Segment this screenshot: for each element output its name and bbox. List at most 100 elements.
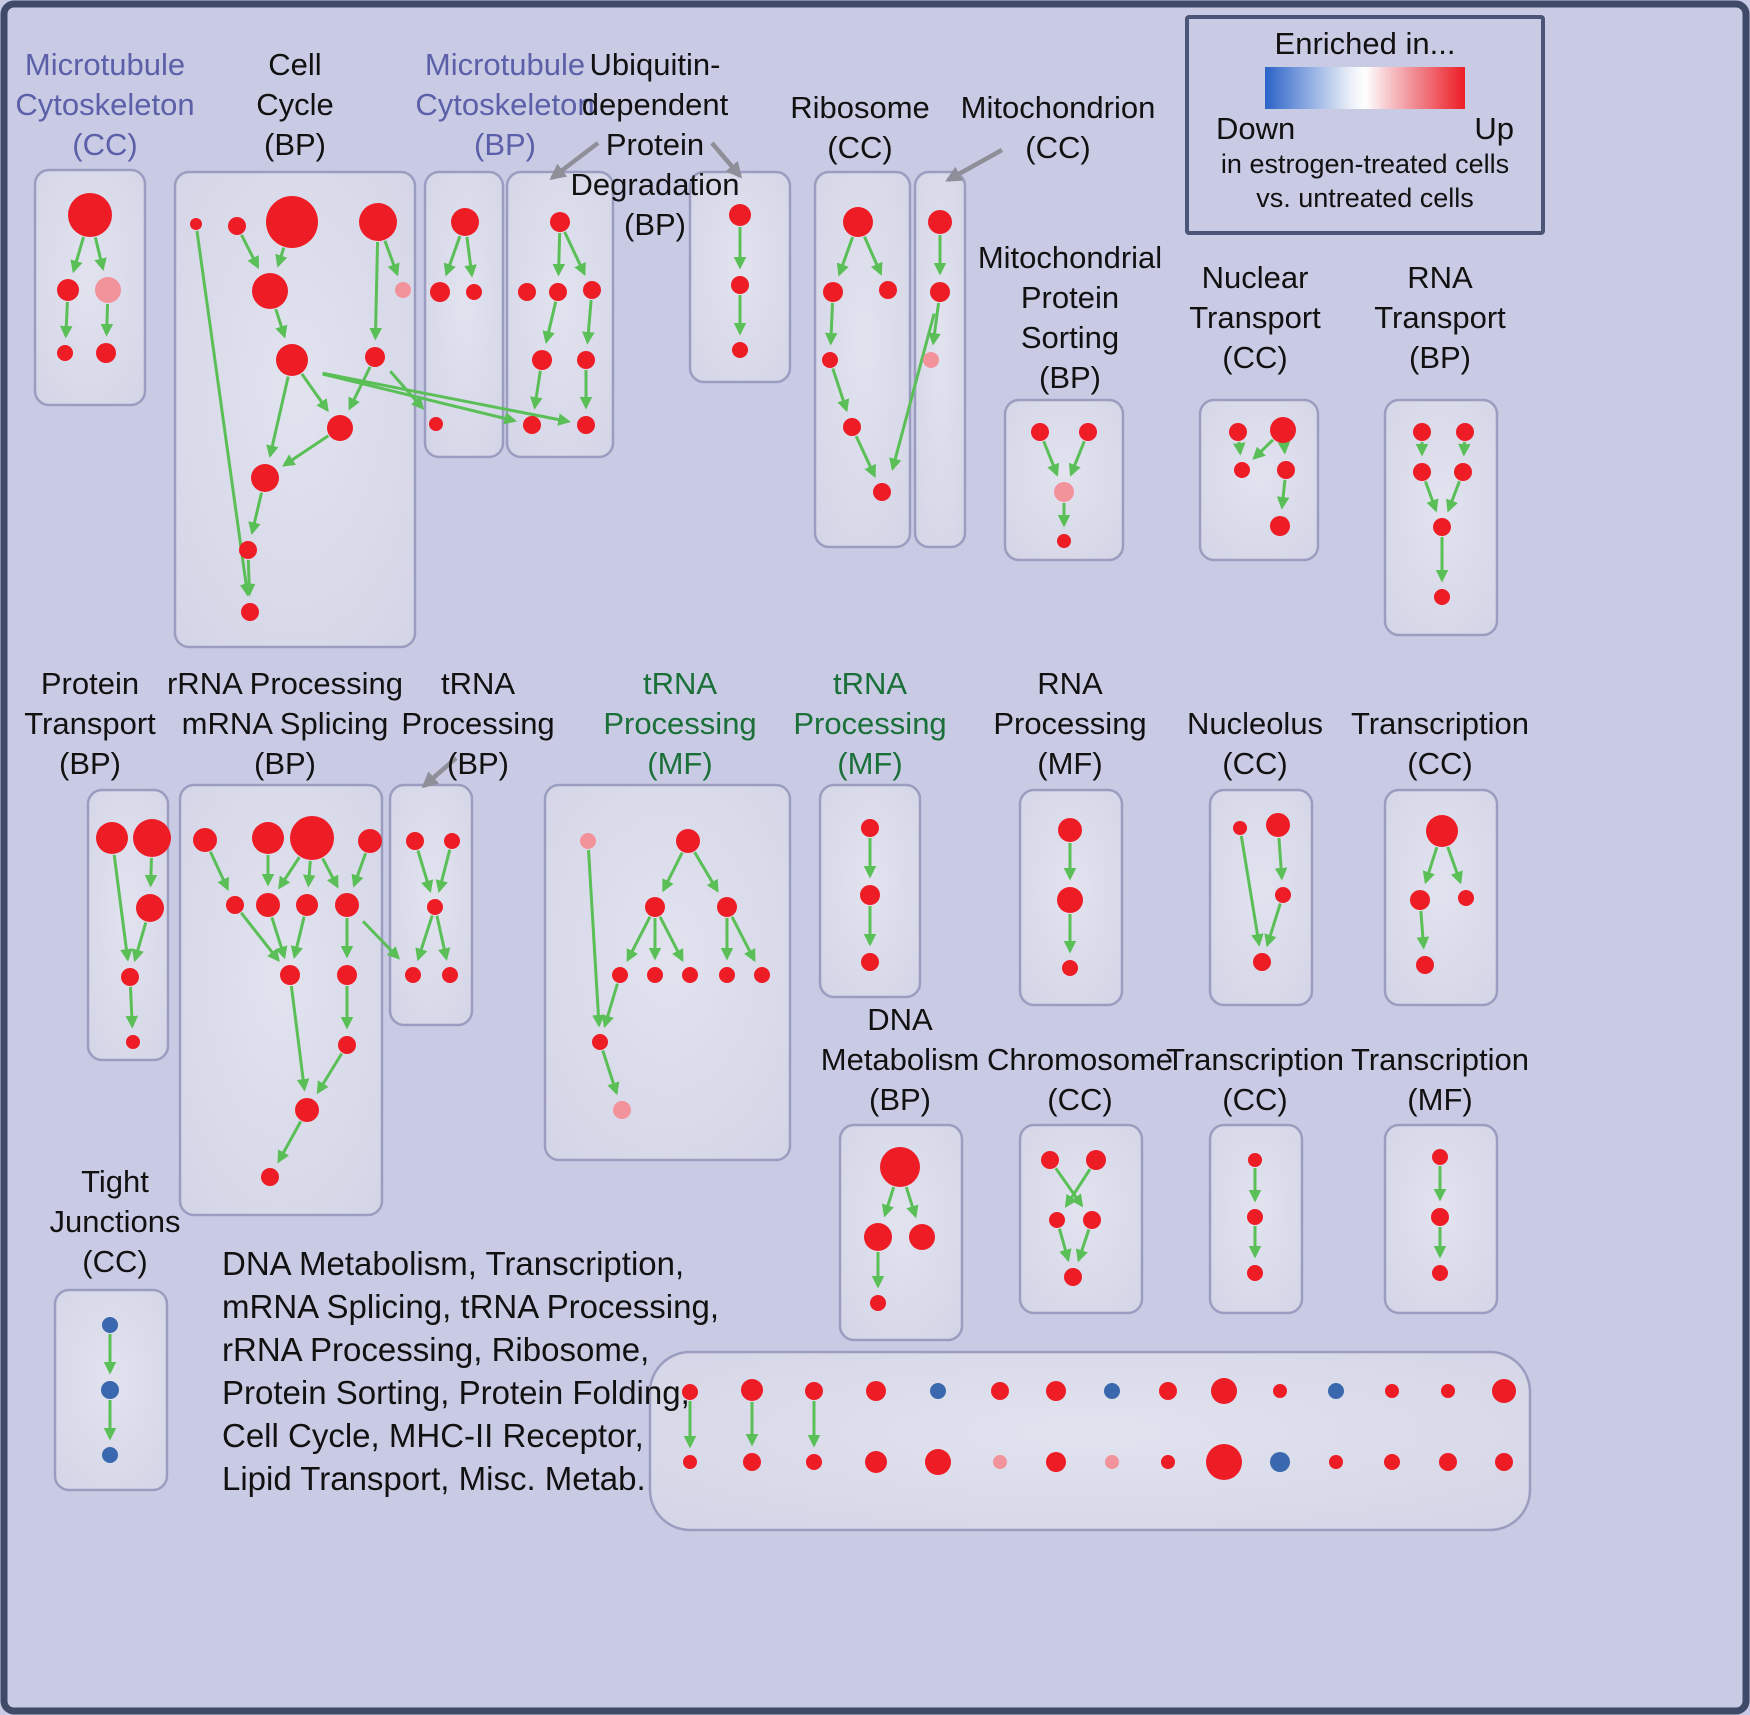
gene-node-mixed-terms-7 [865, 1451, 887, 1473]
gene-node-ribosome-cc-2 [879, 281, 897, 299]
edge-arrow [1446, 846, 1463, 885]
edge-arrow [831, 368, 850, 413]
gene-node-rna-transport-bp-1 [1456, 423, 1474, 441]
gene-node-trna-processing-mf-large-9 [592, 1034, 608, 1050]
edge-arrow [322, 371, 571, 426]
gene-node-cell-cycle-bp-6 [276, 344, 308, 376]
gene-node-mixed-terms-0 [682, 1384, 698, 1400]
gene-node-ribosome-cc-5 [873, 483, 891, 501]
cluster-box-protein-transport-bp [86, 788, 170, 1062]
gene-node-rna-transport-bp-5 [1434, 589, 1450, 605]
edge-arrow [904, 1186, 919, 1219]
gene-node-rrna-processing-mrna-splicing-bp-8 [280, 965, 300, 985]
gene-node-rrna-processing-mrna-splicing-bp-12 [261, 1168, 279, 1186]
cluster-box-chromosome-cc [1018, 1123, 1144, 1315]
edge-arrow [383, 240, 400, 277]
edge-arrow [1422, 846, 1439, 885]
gene-node-mixed-terms-2 [741, 1379, 763, 1401]
mixed-terms-text-line: rRNA Processing, Ribosome, [222, 1331, 650, 1368]
gene-node-chromosome-cc-0 [1041, 1151, 1059, 1169]
gene-node-trna-processing-mf-small-0 [861, 819, 879, 837]
gene-node-transcription-cc-1 [1410, 890, 1430, 910]
gene-node-trna-processing-mf-large-0 [580, 833, 596, 849]
gene-node-trna-processing-mf-small-1 [860, 885, 880, 905]
edge-arrow [658, 916, 684, 963]
edge-arrow [144, 857, 158, 888]
gene-node-ubiquitin-degradation-bp-7 [577, 416, 595, 434]
edge-arrow [274, 308, 288, 339]
gene-node-mixed-terms-1 [683, 1455, 697, 1469]
gene-node-microtubule-cytoskeleton-cc-3 [57, 345, 73, 361]
edge-arrow [1075, 1229, 1091, 1263]
edge-arrow [93, 237, 107, 272]
gene-node-transcription-cc-0 [1426, 815, 1458, 847]
edge-arrow [351, 852, 368, 888]
gene-node-trna-processing-bp-0 [406, 832, 424, 850]
gene-node-protein-transport-bp-2 [136, 894, 164, 922]
gene-node-mixed-terms-12 [1046, 1381, 1066, 1401]
gene-node-tight-junctions-cc-2 [102, 1447, 118, 1463]
gene-node-mixed-terms-24 [1385, 1384, 1399, 1398]
gene-node-dna-metabolism-bp-3 [870, 1295, 886, 1311]
gene-node-ubiquitin-degradation-bp-5 [577, 351, 595, 369]
edge-arrow [275, 247, 288, 268]
edge-arrow [1458, 441, 1471, 457]
gene-node-microtubule-cytoskeleton-bp-1 [430, 282, 450, 302]
gene-node-tight-junctions-cc-1 [101, 1381, 119, 1399]
gene-node-mitochondrial-protein-sorting-bp-2 [1054, 482, 1074, 502]
edge-arrow [290, 916, 306, 959]
gene-node-protein-transport-bp-3 [121, 968, 139, 986]
edge-arrow [369, 241, 382, 341]
gene-node-transcription-cc-2-0 [1248, 1153, 1262, 1167]
edge-arrow [270, 916, 288, 960]
gene-node-ubiquitin-degradation-bp-6 [523, 416, 541, 434]
cluster-box-nucleolus-cc [1208, 788, 1314, 1007]
edge-arrow [242, 559, 256, 597]
gene-node-tight-junctions-cc-0 [102, 1317, 118, 1333]
label-pointer-arrow [710, 141, 743, 179]
gene-node-microtubule-cytoskeleton-bp-3 [429, 417, 443, 431]
gene-node-nucleolus-cc-3 [1253, 953, 1271, 971]
edge-arrow [1232, 441, 1246, 456]
mixed-terms-text-line: Protein Sorting, Protein Folding, [222, 1374, 690, 1411]
cluster-box-dna-metabolism-bp [838, 1123, 964, 1342]
gene-node-rrna-processing-mrna-splicing-bp-10 [338, 1036, 356, 1054]
gene-node-mixed-terms-10 [991, 1382, 1009, 1400]
gene-node-chromosome-cc-2 [1049, 1212, 1065, 1228]
gene-node-rrna-processing-mrna-splicing-bp-6 [296, 894, 318, 916]
gene-node-trna-processing-mf-large-2 [645, 897, 665, 917]
gene-node-microtubule-cytoskeleton-cc-1 [57, 279, 79, 301]
edge-arrow [1252, 438, 1275, 460]
edge-arrow [563, 231, 586, 276]
edge-arrow [530, 370, 543, 410]
gene-node-rrna-processing-mrna-splicing-bp-0 [193, 828, 217, 852]
cluster-box-mixed-terms [648, 1350, 1532, 1532]
gene-node-transcription-cc-2-2 [1247, 1265, 1263, 1281]
gene-node-rrna-processing-mrna-splicing-bp-5 [256, 893, 280, 917]
gene-node-rrna-processing-mrna-splicing-bp-1 [252, 822, 284, 854]
gene-node-nucleolus-cc-2 [1275, 887, 1291, 903]
gene-node-rrna-processing-mrna-splicing-bp-7 [335, 893, 359, 917]
edge-arrow [300, 373, 329, 413]
annotation-arrows-layer [421, 141, 1004, 789]
gene-node-trna-processing-bp-4 [442, 967, 458, 983]
gene-node-rrna-processing-mrna-splicing-bp-9 [337, 965, 357, 985]
edge-arrow [209, 851, 229, 891]
cluster-box-mitochondrial-protein-sorting-bp [1003, 398, 1125, 562]
gene-node-chromosome-cc-3 [1083, 1211, 1101, 1229]
edge-arrow [131, 921, 148, 963]
gene-node-mixed-terms-8 [930, 1383, 946, 1399]
edge-arrow [881, 1186, 896, 1218]
gene-node-cell-cycle-bp-2 [266, 196, 318, 248]
edge-arrow [1446, 480, 1461, 513]
gene-node-trna-processing-mf-large-4 [612, 967, 628, 983]
nodes-layer [57, 193, 1516, 1480]
edge-arrow [302, 860, 316, 888]
gene-node-trna-processing-bp-1 [444, 833, 460, 849]
gene-node-ribosome-cc-0 [843, 207, 873, 237]
gene-node-mixed-terms-3 [743, 1453, 761, 1471]
edge-arrow [1064, 1168, 1092, 1208]
edge-arrow [464, 236, 477, 278]
gene-node-cell-cycle-bp-5 [395, 282, 411, 298]
